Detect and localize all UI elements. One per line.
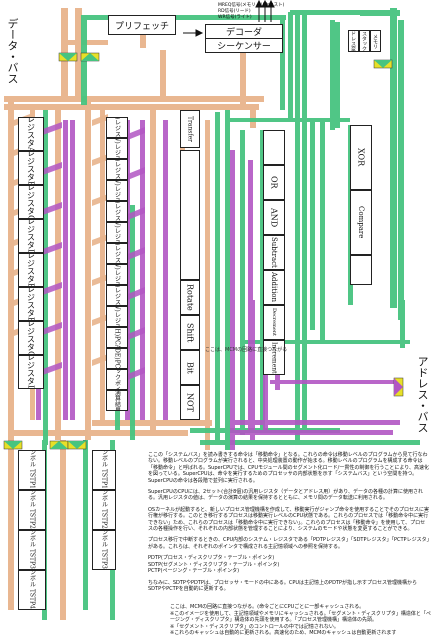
op-bit: Bit (180, 350, 200, 385)
footnote-2: ※このイメージを使用して、主記憶領域やメモリにキャッシュされる。「セグメント・デ… (170, 610, 431, 624)
op-addition: Addition (263, 270, 285, 305)
description-para-3: OSカーネルが起動すると、新しいプロセス管理機構を作成して、移動実行がジャンプ命… (148, 506, 429, 533)
reg-c-hi: (HI)レジスタC (106, 201, 128, 222)
tstp1-a: シンボル TSTP1(A) (18, 450, 46, 490)
tstp3-a: シンボル TSTP3(A) (18, 530, 46, 570)
reg-a-hi: (HI)レジスタA (106, 117, 128, 138)
transfer-block: Transfer (180, 110, 200, 148)
footnote-block: ここは、MCMの回路に直接つながる。(命令ごとにCPUごとに一部キャッシュされる… (170, 604, 432, 637)
tstp2-a: シンボル TSTP2(A) (18, 490, 46, 530)
result-register: 演算結果 (106, 390, 128, 411)
pca-fetch: (FETCH)PCAシフト (106, 327, 128, 348)
footnote-4: ※これらのキャッシュは自動的に更新される。高速化のため、MCMのキャッシュは自動… (170, 630, 397, 636)
signal-wr: WR信号(ライト) (218, 15, 252, 20)
description-para-5: PDTP(プロセス・ディスクリプタ・テーブル・ポインタ) SDTP(セグメント・… (148, 555, 280, 575)
op-decrement: Decrement (263, 305, 285, 340)
description-para-6: ちなみに、SDTPやPDTPは、プロセッサ・モードの中にある。CPUは主記憶上の… (148, 579, 417, 592)
footnote-1: ここは、MCMの回路に直接つながる。(命令ごとにCPUごとに一部キャッシュされる… (170, 604, 365, 610)
op-compare: Compare (350, 190, 372, 255)
register-f: レジスタF (18, 287, 44, 321)
prefetch-block: プリフェッチ (108, 15, 176, 35)
reg-d-low: (LOW)レジスタD (106, 264, 128, 285)
tstp2-b: シンボル TSTP2(B) (92, 490, 116, 530)
mmu-box-2: スタック (359, 30, 370, 52)
op-increment: Increment (263, 340, 285, 375)
reg-c-low: (LOW)レジスタC (106, 222, 128, 243)
signal-rd: RD信号(リード) (218, 9, 251, 14)
reg-a-low: (LOW)レジスタA (106, 138, 128, 159)
register-a: レジスタA (18, 117, 44, 151)
op-not: NOT (180, 385, 200, 420)
signal-legend: MREQ信号(メモリ・リクエスト) RD信号(リード) WR信号(ライト) (218, 3, 284, 21)
data-bus-label: データ・バス (6, 18, 19, 84)
op-xor: XOR (350, 125, 372, 190)
op-blank-1 (263, 130, 285, 165)
reg-b-hi: (HI)レジスタB (106, 159, 128, 180)
internal-bus-fans (40, 122, 145, 381)
sequencer-block: シーケンサー (205, 38, 283, 53)
bus-transceivers (3, 52, 404, 450)
description-block: ここの「システムバス」を読み書きする命令は「移動命令」となる。これらの命令は移動… (148, 452, 430, 597)
reg-b-low: (LOW)レジスタB (106, 180, 128, 201)
op-subtract: Subtract (263, 235, 285, 270)
op-blank-2 (350, 255, 372, 285)
tstp1-b: シンボル TSTP1(B) (92, 450, 116, 490)
pca-decode: (DECODE)PCAシフト (106, 348, 128, 369)
op-rotate: Rotate (180, 280, 200, 315)
op-shift: Shift (180, 315, 200, 350)
register-d: レジスタD (18, 219, 44, 253)
op-and: AND (263, 200, 285, 235)
register-b: レジスタB (18, 151, 44, 185)
register-e: レジスタE (18, 253, 44, 287)
description-para-1: ここの「システムバス」を読み書きする命令は「移動命令」となる。これらの命令は移動… (148, 452, 430, 484)
register-g: レジスタG (18, 321, 44, 355)
register-c: レジスタC (18, 185, 44, 219)
tstp4-a: シンボル TSTP4(A) (18, 570, 46, 610)
reg-e-low: (LOW)レジスタE (106, 306, 128, 327)
mcm-note: ここは、MCMの回路に直接つながる (205, 347, 288, 353)
mmu-box-3: メモリ (370, 30, 381, 52)
address-bus-label: アドレス・バス (416, 356, 429, 433)
mmu-box-1: アドレス変換 (348, 30, 359, 52)
description-para-4: プロセス移行で中断するときの、CPU内部のシステム・レジスタである「PDTPレジ… (148, 537, 430, 550)
stack-pointer: スタックポインタ (106, 369, 128, 390)
footnote-3: ※「セグメント・ディスクリプタ」のコントロールの中では記憶されない。 (170, 623, 339, 630)
reg-e-hi: (HI)レジスタE (106, 285, 128, 306)
reg-d-hi: (HI)レジスタD (106, 243, 128, 264)
signal-arrows (183, 0, 275, 37)
op-or: OR (263, 165, 285, 200)
description-para-2: SuperCPUのCPUには、2セット(合計8個)の汎用レジスタ（データとアドレ… (148, 489, 424, 502)
decoder-block: デコーダ (205, 24, 283, 39)
signal-mreq: MREQ信号(メモリ・リクエスト) (218, 3, 285, 8)
ops-spacer (180, 150, 200, 280)
tstp3-b: シンボル TSTP3(B) (92, 530, 116, 570)
register-l: レジスタL (18, 355, 44, 389)
